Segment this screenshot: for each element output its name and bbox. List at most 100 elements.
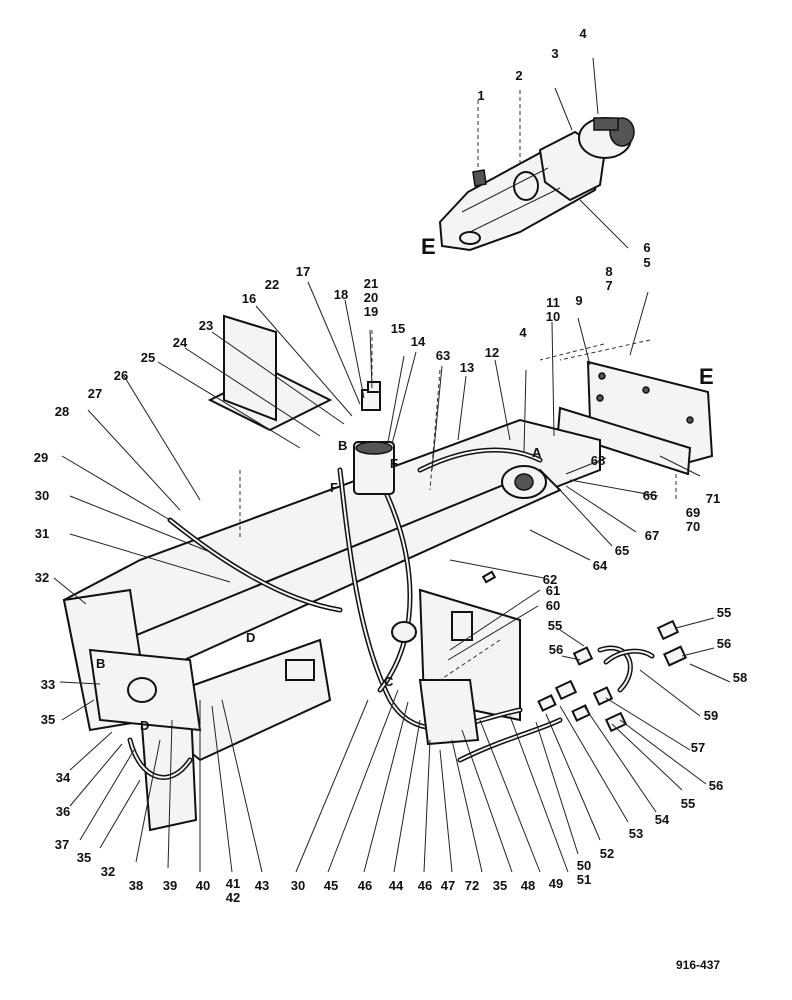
callout-label: 47 xyxy=(441,878,455,893)
callout-label: 55 xyxy=(717,605,731,620)
section-letter: B xyxy=(338,438,347,453)
callout-label: 43 xyxy=(255,878,269,893)
section-letter: E xyxy=(699,364,714,389)
callout-label: 13 xyxy=(460,360,474,375)
axle-housing-assembly xyxy=(438,117,635,252)
callout-label: 45 xyxy=(324,878,338,893)
section-letter: B xyxy=(96,656,105,671)
callout-label: 46 xyxy=(418,878,432,893)
part-callouts: 1 2 3 4 6 5 8 7 9 11 10 17 18 21 20 19 2… xyxy=(34,26,747,905)
callout-label: 42 xyxy=(226,890,240,905)
callout-label: 67 xyxy=(645,528,659,543)
callout-label: 71 xyxy=(706,491,720,506)
callout-label: 32 xyxy=(35,570,49,585)
callout-label: 3 xyxy=(551,46,558,61)
callout-label: 35 xyxy=(41,712,55,727)
callout-label: 51 xyxy=(577,872,591,887)
callout-label: 16 xyxy=(242,291,256,306)
callout-label: 21 xyxy=(364,276,378,291)
callout-label: 19 xyxy=(364,304,378,319)
callout-label: 58 xyxy=(733,670,747,685)
callout-label: 48 xyxy=(521,878,535,893)
callout-label: 17 xyxy=(296,264,310,279)
callout-label: 22 xyxy=(265,277,279,292)
callout-label: 6 xyxy=(643,240,650,255)
section-letter: D xyxy=(246,630,255,645)
assembly-guide-lines xyxy=(239,90,677,681)
callout-label: 25 xyxy=(141,350,155,365)
callout-label: 1 xyxy=(477,88,484,103)
callout-label: 65 xyxy=(615,543,629,558)
callout-label: 29 xyxy=(34,450,48,465)
callout-label: 69 xyxy=(686,505,700,520)
valves-and-pumps xyxy=(88,389,547,746)
callout-label: 56 xyxy=(709,778,723,793)
callout-label: 24 xyxy=(173,335,188,350)
callout-label: 34 xyxy=(56,770,71,785)
callout-label: 70 xyxy=(686,519,700,534)
section-letters: E E A B F F B D C D xyxy=(96,234,714,733)
callout-label: 59 xyxy=(704,708,718,723)
callout-label: 32 xyxy=(101,864,115,879)
callout-label: 72 xyxy=(465,878,479,893)
callout-label: 68 xyxy=(591,453,605,468)
callout-label: 2 xyxy=(515,68,522,83)
callout-label: 64 xyxy=(593,558,608,573)
callout-label: 4 xyxy=(519,325,527,340)
callout-label: 60 xyxy=(546,598,560,613)
right-bracket-plates xyxy=(556,360,714,476)
callout-label: 30 xyxy=(35,488,49,503)
callout-label: 41 xyxy=(226,876,240,891)
callout-label: 63 xyxy=(436,348,450,363)
callout-label: 30 xyxy=(291,878,305,893)
callout-label: 11 xyxy=(546,295,560,310)
callout-label: 46 xyxy=(358,878,372,893)
callout-label: 4 xyxy=(579,26,587,41)
callout-label: 55 xyxy=(548,618,562,633)
callout-label: 66 xyxy=(643,488,657,503)
callout-label: 38 xyxy=(129,878,143,893)
callout-label: 33 xyxy=(41,677,55,692)
callout-label: 5 xyxy=(643,255,650,270)
callout-label: 52 xyxy=(600,846,614,861)
callout-label: 18 xyxy=(334,287,348,302)
callout-label: 20 xyxy=(364,290,378,305)
callout-label: 39 xyxy=(163,878,177,893)
callout-label: 8 xyxy=(605,264,612,279)
leader-lines xyxy=(53,57,731,873)
callout-label: 28 xyxy=(55,404,69,419)
callout-label: 54 xyxy=(655,812,670,827)
callout-label: 27 xyxy=(88,386,102,401)
callout-label: 37 xyxy=(55,837,69,852)
callout-label: 12 xyxy=(485,345,499,360)
callout-label: 56 xyxy=(549,642,563,657)
section-letter: E xyxy=(421,234,436,259)
section-letter: F xyxy=(390,456,398,471)
callout-label: 35 xyxy=(493,878,507,893)
callout-label: 9 xyxy=(575,293,582,308)
callout-label: 26 xyxy=(114,368,128,383)
callout-label: 15 xyxy=(391,321,405,336)
callout-label: 62 xyxy=(543,572,557,587)
callout-label: 50 xyxy=(577,858,591,873)
callout-label: 56 xyxy=(717,636,731,651)
callout-label: 31 xyxy=(35,526,49,541)
callout-label: 57 xyxy=(691,740,705,755)
callout-label: 10 xyxy=(546,309,560,324)
callout-label: 44 xyxy=(389,878,404,893)
callout-label: 40 xyxy=(196,878,210,893)
callout-label: 55 xyxy=(681,796,695,811)
callout-label: 36 xyxy=(56,804,70,819)
callout-label: 61 xyxy=(546,583,560,598)
drawing-reference-number: 916-437 xyxy=(676,958,721,972)
callout-label: 49 xyxy=(549,876,563,891)
callout-label: 7 xyxy=(605,278,612,293)
loose-fittings xyxy=(367,381,688,733)
section-letter: A xyxy=(532,445,542,460)
callout-label: 14 xyxy=(411,334,426,349)
callout-label: 53 xyxy=(629,826,643,841)
callout-label: 35 xyxy=(77,850,91,865)
section-letter: C xyxy=(384,674,394,689)
callout-label: 23 xyxy=(199,318,213,333)
